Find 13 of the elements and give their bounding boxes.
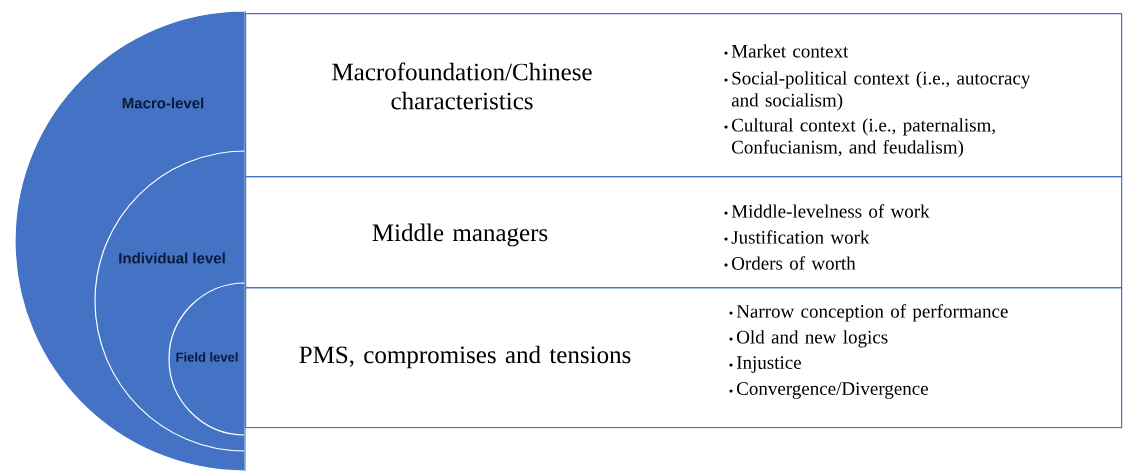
bullet-item: Cultural context (i.e., paternalism, Confucianism, and feudalism) — [724, 118, 995, 158]
bullet-item: Orders of worth — [724, 256, 856, 270]
bullet-item: Middle-levelness of work — [724, 204, 930, 218]
bullet-item: Market context — [724, 44, 849, 58]
bullet-item: Social-political context (i.e., autocracy and socialism) — [724, 71, 1031, 111]
row-heading: Middle managers — [372, 223, 548, 247]
bullet-item: Convergence/Divergence — [729, 382, 928, 399]
row-heading: PMS, compromises and tensions — [299, 345, 631, 369]
bullet-item: Injustice — [729, 356, 801, 373]
bullet-item: Narrow conception of performance — [729, 304, 1008, 322]
bullet-item: Old and new logics — [729, 330, 888, 348]
row-heading: Macrofoundation/Chinese characteristics — [332, 62, 592, 110]
bullet-item: Justification work — [724, 230, 870, 244]
